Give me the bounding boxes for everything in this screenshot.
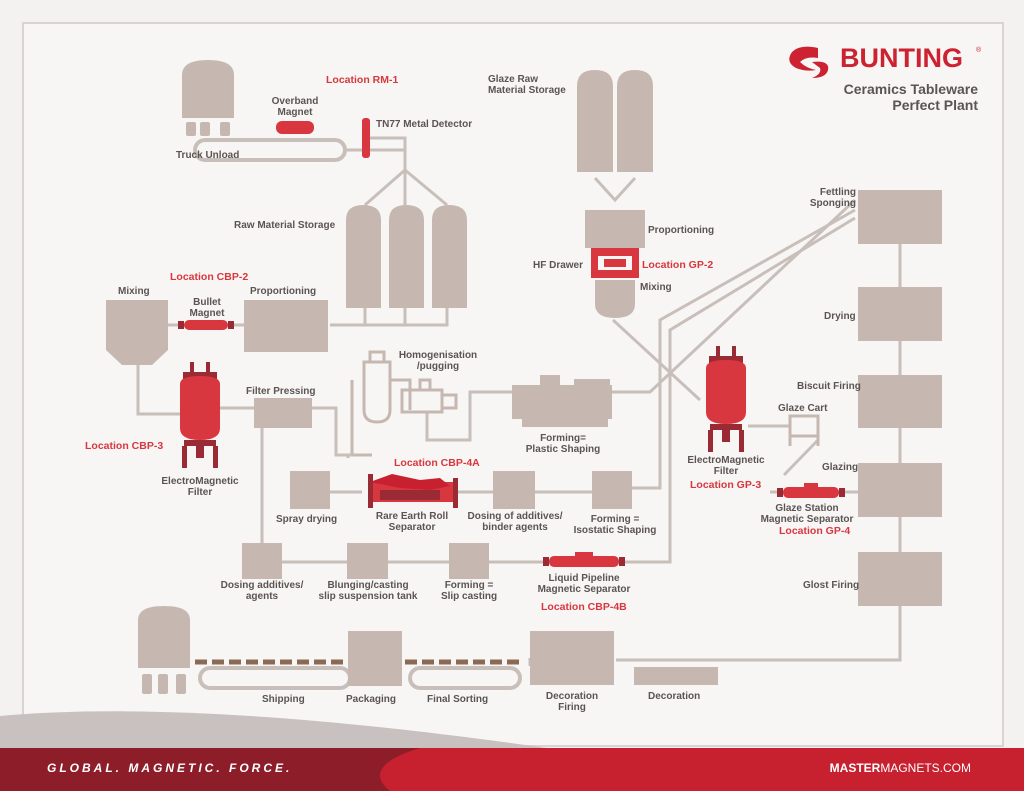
dosing-agents-box xyxy=(242,543,282,579)
liquid-pipeline-magnetic-separator-icon xyxy=(543,552,625,567)
forming-slip-box xyxy=(449,543,489,579)
label-liquid-pipeline: Liquid Pipeline Magnetic Separator xyxy=(537,573,631,595)
label-rare-earth-roll-separator: Rare Earth Roll Separator xyxy=(375,511,449,533)
label-shipping: Shipping xyxy=(262,694,305,705)
fettling-box xyxy=(858,190,942,244)
label-forming-plastic: Forming= Plastic Shaping xyxy=(525,433,601,455)
label-decoration-firing: Decoration Firing xyxy=(545,691,599,713)
hf-drawer-icon xyxy=(591,248,639,278)
flow-pipes xyxy=(136,136,902,666)
label-spray-drying: Spray drying xyxy=(276,514,338,525)
label-forming-isostatic: Forming = Isostatic Shaping xyxy=(573,514,657,536)
diagram-title-line1: Ceramics Tableware xyxy=(843,81,978,97)
decoration-firing-box xyxy=(530,631,614,685)
label-truck-unload: Truck Unload xyxy=(176,150,240,161)
location-cbp3: Location CBP-3 xyxy=(85,440,164,452)
label-blunging: Blunging/casting slip suspension tank xyxy=(318,580,418,602)
glost-firing-box xyxy=(858,552,942,606)
raw-material-silos xyxy=(346,205,467,308)
label-fettling-sponging: Fettling Sponging xyxy=(809,187,856,209)
brand-registered-mark: ® xyxy=(976,47,982,54)
proportioning-gp-box xyxy=(585,210,645,248)
location-rm1: Location RM-1 xyxy=(326,74,399,86)
location-cbp2: Location CBP-2 xyxy=(170,271,249,283)
label-tn77-metal-detector: TN77 Metal Detector xyxy=(376,119,473,130)
footer-tagline: GLOBAL. MAGNETIC. FORCE. xyxy=(47,761,293,775)
rare-earth-roll-separator-icon xyxy=(368,474,458,508)
label-electromagnetic-filter-gp: ElectroMagnetic Filter xyxy=(687,455,765,477)
blunging-box xyxy=(347,543,388,579)
footer-url-bold: MASTER xyxy=(829,761,881,775)
spray-drying-box xyxy=(290,471,330,509)
label-electromagnetic-filter: ElectroMagnetic Filter xyxy=(161,476,239,498)
dosing-binder-box xyxy=(493,471,535,509)
homogenisation-pugging-icon xyxy=(350,350,458,457)
label-glaze-station-separator: Glaze Station Magnetic Separator xyxy=(760,503,854,525)
footer-url-rest: MAGNETS.COM xyxy=(880,761,971,775)
truck-shipping-icon xyxy=(138,606,190,694)
label-overband-magnet: Overband Magnet xyxy=(271,96,319,118)
label-proportioning-gp: Proportioning xyxy=(648,225,715,236)
label-raw-material-storage: Raw Material Storage xyxy=(234,220,336,231)
footer-swoosh xyxy=(0,711,560,750)
label-glaze-raw-storage: Glaze Raw Material Storage xyxy=(488,74,566,96)
label-dosing-agents: Dosing additives/ agents xyxy=(220,580,304,602)
packaging-box xyxy=(348,631,402,686)
label-decoration: Decoration xyxy=(648,691,701,702)
decoration-box xyxy=(634,667,718,685)
label-glaze-cart: Glaze Cart xyxy=(778,403,828,414)
diagram-title-line2: Perfect Plant xyxy=(892,97,978,113)
forming-plastic-machine xyxy=(512,375,612,427)
label-hf-drawer: HF Drawer xyxy=(533,260,584,271)
glaze-station-magnetic-separator-icon xyxy=(770,483,858,498)
label-glost-firing: Glost Firing xyxy=(803,580,860,591)
label-glazing: Glazing xyxy=(822,462,859,473)
truck-unload-icon xyxy=(182,60,234,136)
location-gp3: Location GP-3 xyxy=(690,479,762,491)
label-proportioning: Proportioning xyxy=(250,286,317,297)
brand-block: BUNTING ® Ceramics Tableware Perfect Pla… xyxy=(786,41,986,121)
biscuit-firing-box xyxy=(858,375,942,428)
label-mixing: Mixing xyxy=(118,286,150,297)
label-final-sorting: Final Sorting xyxy=(427,694,489,705)
mixing-gp-hopper xyxy=(595,280,635,318)
bullet-magnet-icon xyxy=(168,320,244,330)
label-packaging: Packaging xyxy=(346,694,397,705)
label-mixing-gp: Mixing xyxy=(640,282,672,293)
label-bullet-magnet: Bullet Magnet xyxy=(189,297,225,319)
label-filter-pressing: Filter Pressing xyxy=(246,386,316,397)
bunting-logo-icon xyxy=(789,46,829,78)
conveyors xyxy=(193,138,522,690)
location-gp2: Location GP-2 xyxy=(642,259,714,271)
label-drying: Drying xyxy=(824,311,856,322)
location-cbp4b: Location CBP-4B xyxy=(541,601,627,613)
filter-pressing-box xyxy=(254,398,312,428)
footer-website-link[interactable]: MASTERMAGNETS.COM xyxy=(830,761,971,775)
glaze-raw-silos xyxy=(577,70,653,172)
forming-isostatic-box xyxy=(592,471,632,509)
electromagnetic-filter-gp3-icon xyxy=(706,346,746,452)
glaze-cart-icon xyxy=(788,414,820,446)
footer-band-dark xyxy=(0,748,420,791)
location-gp4: Location GP-4 xyxy=(779,525,851,537)
label-dosing-binder: Dosing of additives/ binder agents xyxy=(467,511,563,533)
label-biscuit-firing: Biscuit Firing xyxy=(797,381,861,392)
proportioning-box xyxy=(244,300,328,352)
electromagnetic-filter-cbp3-icon xyxy=(180,362,220,468)
brand-name: BUNTING xyxy=(840,43,963,73)
overband-magnet-icon xyxy=(276,121,314,134)
mixing-hopper xyxy=(106,300,168,365)
label-homogenisation: Homogenisation /pugging xyxy=(398,350,478,372)
glazing-box xyxy=(858,463,942,517)
label-forming-slip: Forming = Slip casting xyxy=(440,580,498,602)
drying-box xyxy=(858,287,942,341)
tn77-metal-detector-icon xyxy=(362,118,370,158)
location-cbp4a: Location CBP-4A xyxy=(394,457,480,469)
